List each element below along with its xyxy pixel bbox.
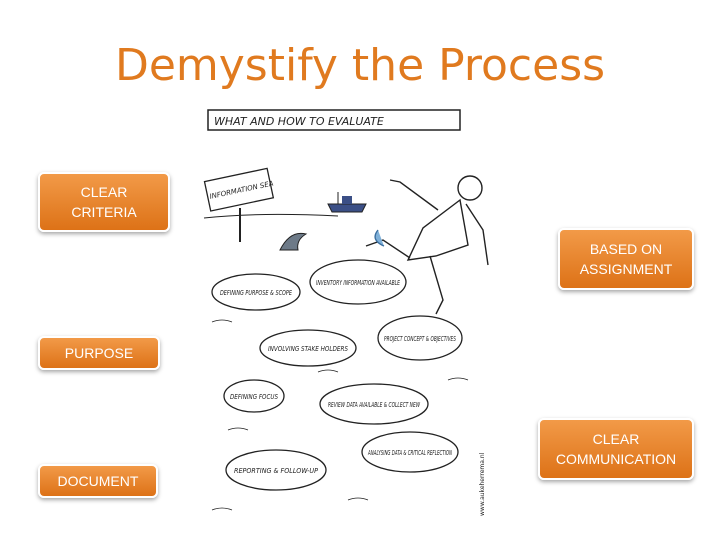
stone-6: ANALYSING DATA & CRITICAL REFLECTION: [367, 449, 452, 457]
stone-0: DEFINING PURPOSE & SCOPE: [220, 289, 292, 297]
person-figure: [365, 175, 489, 315]
based-on-assignment-label: BASED ON ASSIGNMENT: [579, 241, 673, 277]
purpose-callout: PURPOSE: [38, 336, 160, 370]
document-label: DOCUMENT: [57, 473, 139, 489]
stone-3: PROJECT CONCEPT & OBJECTIVES: [384, 335, 456, 343]
cartoon-header: WHAT AND HOW TO EVALUATE: [214, 115, 384, 128]
shark-fin-icon: [279, 232, 308, 251]
clear-communication-callout: CLEAR COMMUNICATION: [538, 418, 694, 480]
evaluation-cartoon: WHAT AND HOW TO EVALUATE INFORMATION SEA: [198, 100, 504, 528]
purpose-label: PURPOSE: [64, 345, 134, 361]
document-callout: DOCUMENT: [38, 464, 158, 498]
stone-2: INVOLVING STAKE HOLDERS: [268, 345, 348, 353]
page-title: Demystify the Process: [114, 40, 606, 91]
stone-5: REVIEW DATA AVAILABLE & COLLECT NEW: [328, 401, 421, 409]
cartoon-credit: www.aukeherrema.nl: [479, 452, 486, 516]
stone-7: REPORTING & FOLLOW-UP: [234, 467, 319, 475]
ship-icon: [327, 203, 367, 213]
cartoon-header-box: [207, 109, 461, 131]
based-on-assignment-callout: BASED ON ASSIGNMENT: [558, 228, 694, 290]
information-sea-sign: INFORMATION SEA: [203, 167, 274, 212]
stone-4: DEFINING FOCUS: [230, 393, 278, 401]
clear-criteria-label: CLEAR CRITERIA: [71, 184, 137, 220]
stone-1: INVENTORY INFORMATION AVAILABLE: [316, 279, 400, 287]
clear-criteria-callout: CLEAR CRITERIA: [38, 172, 170, 232]
clear-communication-label: CLEAR COMMUNICATION: [555, 431, 677, 467]
